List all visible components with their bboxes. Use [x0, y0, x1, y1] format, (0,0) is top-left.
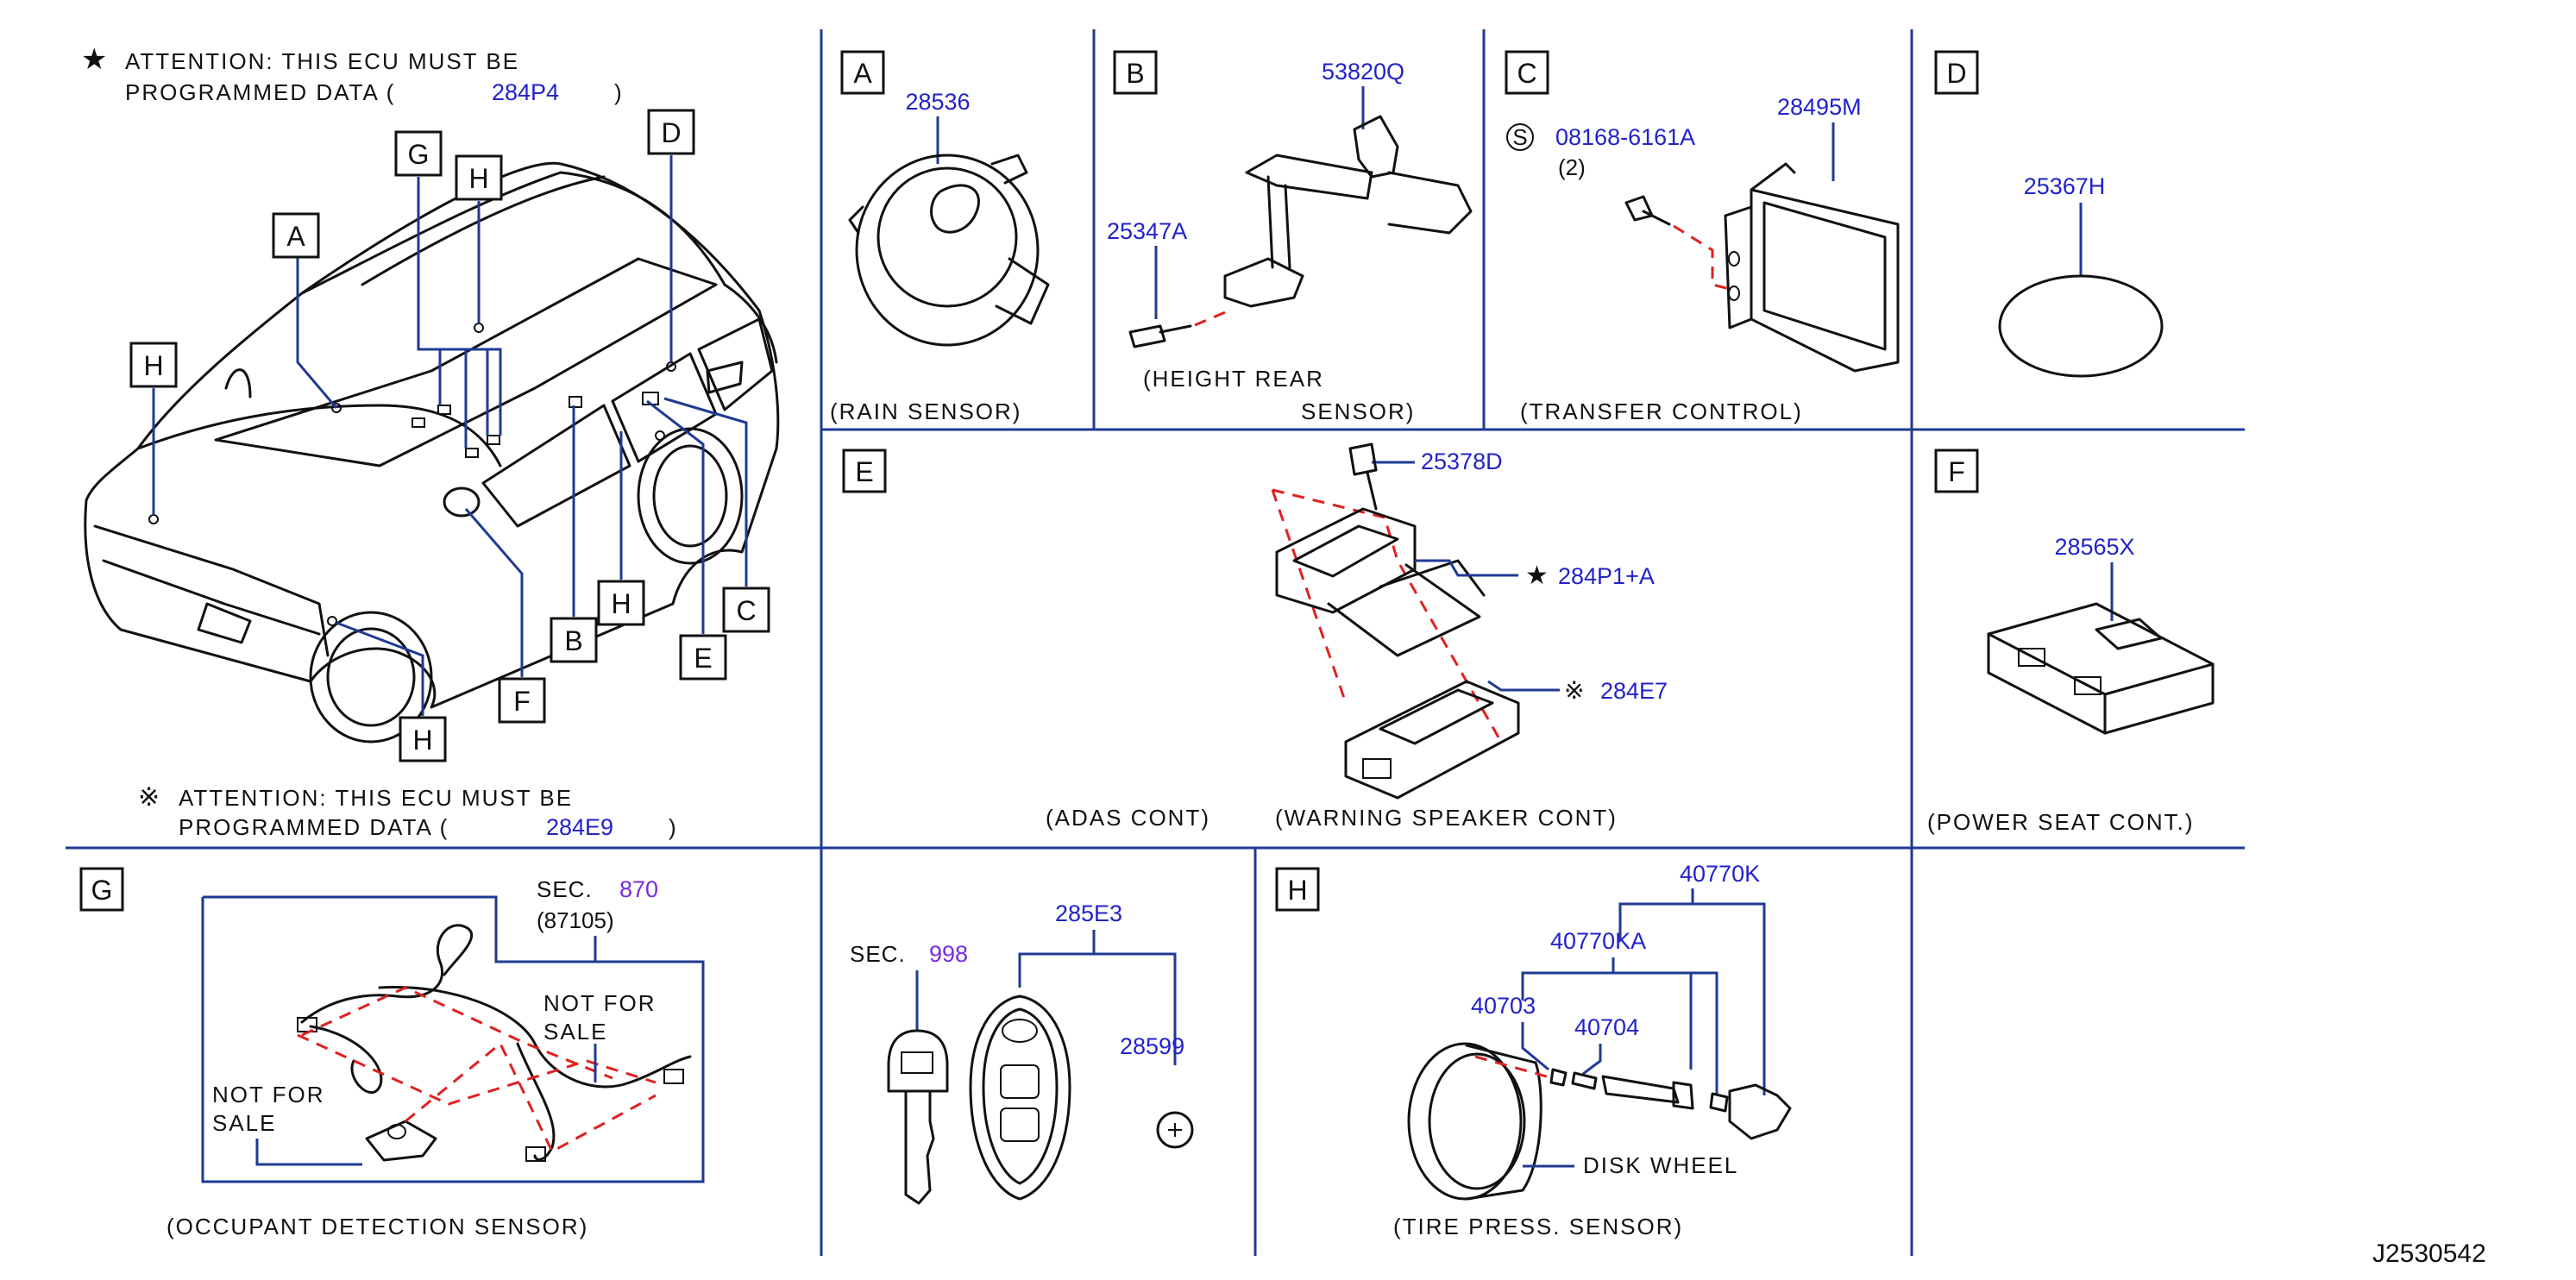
svg-text:40703: 40703 [1471, 993, 1536, 1019]
panel-h-tire-pressure: H 40770K 40770KA 40703 40704 DISK WHEEL … [1275, 861, 1792, 1239]
svg-text:40704: 40704 [1574, 1014, 1639, 1040]
svg-text:285E3: 285E3 [1055, 900, 1122, 926]
svg-text:284E9: 284E9 [546, 814, 613, 840]
svg-text:53820Q: 53820Q [1322, 59, 1404, 85]
panel-b-height-sensor: B 53820Q 25347A (HEIGHT REAR SENSOR) [1107, 50, 1473, 424]
panel-a-rain-sensor: A 28536 (RAIN SENSOR) [830, 50, 1050, 424]
svg-text:★: ★ [81, 43, 107, 76]
overview-label-b: B [550, 617, 598, 663]
overview-labels: A G H D H C H B E F H [129, 109, 770, 762]
attention-note-star: ★ ATTENTION: THIS ECU MUST BE PROGRAMMED… [81, 43, 624, 105]
svg-text:A: A [286, 221, 305, 252]
svg-text:PROGRAMMED DATA (: PROGRAMMED DATA ( [179, 814, 449, 840]
svg-text:25347A: 25347A [1107, 218, 1187, 244]
svg-text:H: H [468, 163, 488, 194]
svg-text:D: D [661, 117, 681, 148]
panel-e-adas: E 25378D 284P1+A ★ 284E7 ※ (ADAS CONT) (… [842, 442, 1668, 831]
svg-text:NOT FOR: NOT FOR [212, 1082, 325, 1107]
svg-text:870: 870 [619, 876, 658, 902]
overview-label-a: A [272, 212, 320, 259]
svg-text:(RAIN SENSOR): (RAIN SENSOR) [830, 398, 1021, 424]
svg-text:28599: 28599 [1120, 1033, 1184, 1059]
svg-text:25378D: 25378D [1421, 449, 1503, 474]
svg-text:25367H: 25367H [2024, 173, 2106, 199]
overview-label-h4: H [399, 716, 447, 762]
panel-d: D 25367H [1934, 50, 2164, 378]
svg-text:(87105): (87105) [537, 907, 614, 933]
overview-label-h1: H [455, 154, 503, 201]
svg-text:28495M: 28495M [1777, 94, 1862, 120]
svg-text:※: ※ [1564, 677, 1584, 704]
svg-text:40770KA: 40770KA [1550, 928, 1646, 954]
svg-text:NOT FOR: NOT FOR [543, 990, 657, 1016]
svg-text:SENSOR): SENSOR) [1301, 398, 1415, 424]
svg-text:(HEIGHT REAR: (HEIGHT REAR [1143, 366, 1324, 392]
svg-text:40770K: 40770K [1680, 861, 1760, 887]
svg-text:G: G [91, 875, 113, 906]
panel-f-power-seat: F 28565X (POWER SEAT CONT.) [1927, 449, 2215, 835]
svg-text:A: A [853, 58, 872, 89]
svg-text:H: H [412, 725, 432, 756]
svg-text:(OCCUPANT DETECTION SENSOR: (OCCUPANT DETECTION SENSOR) [166, 1214, 588, 1239]
svg-text:(POWER SEAT CONT.): (POWER SEAT CONT.) [1927, 809, 2195, 835]
svg-text:ATTENTION: THIS ECU MUST B: ATTENTION: THIS ECU MUST BE [179, 785, 573, 811]
svg-text:SALE: SALE [543, 1019, 608, 1045]
svg-text:G: G [408, 139, 430, 170]
svg-text:C: C [736, 595, 756, 626]
svg-text:S: S [1512, 124, 1527, 150]
svg-text:PROGRAMMED DATA (: PROGRAMMED DATA ( [125, 79, 395, 105]
overview-label-e: E [679, 634, 727, 681]
svg-text:): ) [614, 79, 624, 105]
svg-text:(TRANSFER CONTROL): (TRANSFER CONTROL) [1520, 398, 1803, 424]
svg-text:(ADAS CONT): (ADAS CONT) [1046, 805, 1210, 831]
svg-text:SEC.: SEC. [537, 876, 593, 902]
svg-text:28565X: 28565X [2054, 534, 2134, 560]
overview-label-c: C [722, 587, 770, 633]
svg-text:F: F [513, 686, 531, 717]
svg-text:(TIRE PRESS. SENSOR): (TIRE PRESS. SENSOR) [1393, 1214, 1683, 1239]
overview-label-f: F [498, 677, 546, 724]
overview-label-g: G [394, 130, 443, 177]
svg-text:H: H [611, 588, 631, 619]
svg-text:F: F [1948, 456, 1965, 487]
vehicle-overview [84, 161, 780, 744]
svg-text:H: H [143, 350, 163, 381]
panel-key: SEC. 998 285E3 28599 [850, 900, 1194, 1205]
svg-text:D: D [1946, 58, 1966, 89]
svg-text:): ) [669, 814, 678, 840]
svg-text:SEC.: SEC. [850, 941, 906, 967]
svg-text:★: ★ [1525, 562, 1549, 590]
overview-leaders [152, 155, 748, 716]
svg-text:(WARNING SPEAKER CONT): (WARNING SPEAKER CONT) [1275, 805, 1618, 831]
svg-text:SALE: SALE [212, 1110, 277, 1136]
svg-text:ATTENTION: THIS ECU MUST B: ATTENTION: THIS ECU MUST BE [125, 48, 519, 74]
svg-text:H: H [1287, 875, 1307, 906]
svg-text:E: E [855, 456, 873, 487]
svg-text:C: C [1517, 58, 1536, 89]
svg-text:284P1+A: 284P1+A [1558, 563, 1655, 589]
svg-text:(2): (2) [1558, 154, 1586, 180]
svg-text:DISK WHEEL: DISK WHEEL [1583, 1152, 1738, 1178]
svg-text:284E7: 284E7 [1600, 678, 1668, 704]
svg-text:B: B [1126, 58, 1144, 89]
svg-text:998: 998 [929, 941, 968, 967]
panel-grid [66, 29, 2245, 1256]
attention-note-kome: ※ ATTENTION: THIS ECU MUST BE PROGRAMMED… [138, 783, 678, 840]
svg-text:08168-6161A: 08168-6161A [1555, 124, 1695, 150]
overview-label-d: D [647, 109, 695, 155]
svg-text:※: ※ [138, 783, 160, 812]
svg-text:284P4: 284P4 [492, 79, 559, 105]
svg-text:28536: 28536 [905, 89, 970, 115]
panel-g-occupant-sensor: G SEC. 870 (87105) NOT FOR SALE NOT FOR … [79, 867, 705, 1239]
figure-id: J2530542 [2372, 1239, 2486, 1268]
svg-text:E: E [694, 643, 712, 674]
svg-text:B: B [564, 625, 582, 656]
overview-label-h2: H [129, 342, 178, 388]
overview-label-h3: H [597, 580, 645, 626]
panel-c-transfer-control: C S 08168-6161A (2) 28495M (TRANSFER CON… [1505, 50, 1900, 424]
